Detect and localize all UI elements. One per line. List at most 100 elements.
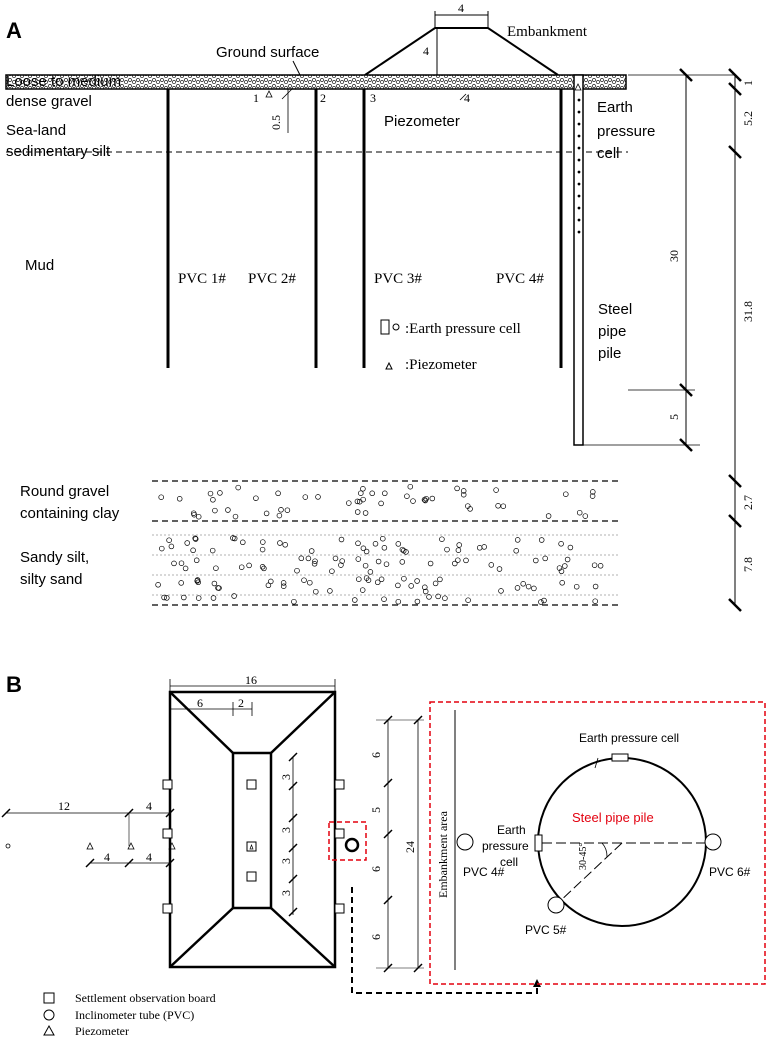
leader-line [281,88,293,100]
pebble [381,545,388,551]
earth-cell-side-icon [534,834,543,852]
steel-pile-line2: pipe [598,323,626,340]
pebble [282,542,288,548]
pebble [190,547,196,554]
point-2-label: 2 [320,91,326,105]
pebble [360,486,366,492]
pebble [590,489,596,495]
inclinometer-tube-icon [43,1009,55,1021]
dim-inner-3: 3 [279,858,293,864]
pebble [421,496,428,503]
piezometer-legend-icon [43,1024,55,1036]
pebble [259,564,266,570]
pebble [260,539,266,545]
pebble [495,503,501,509]
pebble [542,555,548,562]
pebble [455,557,461,563]
pebble [426,594,432,600]
pebble [558,568,565,575]
pebble [444,546,450,553]
pebble [562,563,568,569]
dim-top-6: 6 [197,696,203,710]
detail-connector [351,887,538,994]
pebble [531,585,537,592]
steel-pipe-pile-label: Steel pipe pile [572,810,654,825]
dim-inner-2: 3 [279,827,293,833]
dim-left-12: 12 [58,799,70,813]
pebble [375,558,382,565]
pebble [378,576,385,583]
pebble [563,491,569,497]
pebble [338,536,345,543]
dim-left-4b: 4 [104,850,110,864]
pebble [476,545,483,551]
panel-a-label: A [6,18,22,43]
pebble [213,565,219,571]
pebble [404,493,410,499]
pebble [194,577,201,583]
legend-piezometer: :Piezometer [405,357,477,373]
pvc5-label: PVC 5# [525,923,567,937]
dim-top-16: 16 [245,673,257,687]
pebble [456,542,462,548]
piezometer-icon [265,90,273,98]
legend-piezometer-b: Piezometer [75,1024,129,1038]
pebble [354,509,361,515]
pebble [284,507,291,513]
embankment-label: Embankment [507,24,588,40]
embankment-area-label: Embankment area [436,810,450,898]
pebble [261,565,267,572]
layer-sandy-line2: silty sand [20,571,83,588]
pebble [211,580,218,587]
earth-pressure-cells [575,92,582,242]
pebble [280,580,287,586]
embankment-outline [364,27,559,76]
settlement-boards [162,779,345,914]
pebble [305,555,312,562]
pebble [591,562,598,568]
pebble [294,567,300,574]
pebble [573,583,580,590]
pebble [217,490,223,496]
pebble [315,494,321,500]
pebble [178,560,185,566]
pebble [313,588,319,595]
pebble [382,490,388,497]
embankment-slopes [169,691,336,968]
detail-box [429,701,766,985]
pebble [212,507,218,514]
pvc-3-label: PVC 3# [374,271,422,287]
layer-round-line1: Round gravel [20,483,109,500]
pebble [164,595,170,601]
layer-gravel-line2: dense gravel [6,93,92,110]
pebble [437,576,443,583]
dim-31-8: 31.8 [741,301,755,322]
pebble [380,535,386,542]
pebble [155,582,161,588]
earth-side-line1: Earth [497,823,526,837]
dim-5-2: 5.2 [741,111,755,126]
pebble [363,575,370,581]
pebble [195,595,202,601]
earth-cell-top-icon [611,753,629,762]
pebble [488,562,495,568]
pebble [346,500,352,506]
earth-cell-line2: pressure [597,123,655,140]
pebble [298,555,305,562]
dim-inner-4: 3 [279,890,293,896]
layer-silt-line1: Sea-land [6,122,66,139]
pebble [582,513,589,519]
pebble [210,595,217,601]
pebble [429,495,436,502]
dim-right-4: 6 [369,934,383,940]
pebble [399,546,406,553]
steel-pile-line1: Steel [598,301,632,318]
point-3-label: 3 [370,91,376,105]
pebble [232,513,239,520]
pebble [275,490,281,497]
pebble [362,510,369,516]
pebble [192,536,199,542]
dim-left-4c: 4 [146,850,152,864]
pvc-4-label: PVC 4# [496,271,544,287]
radial-axis [557,842,623,904]
